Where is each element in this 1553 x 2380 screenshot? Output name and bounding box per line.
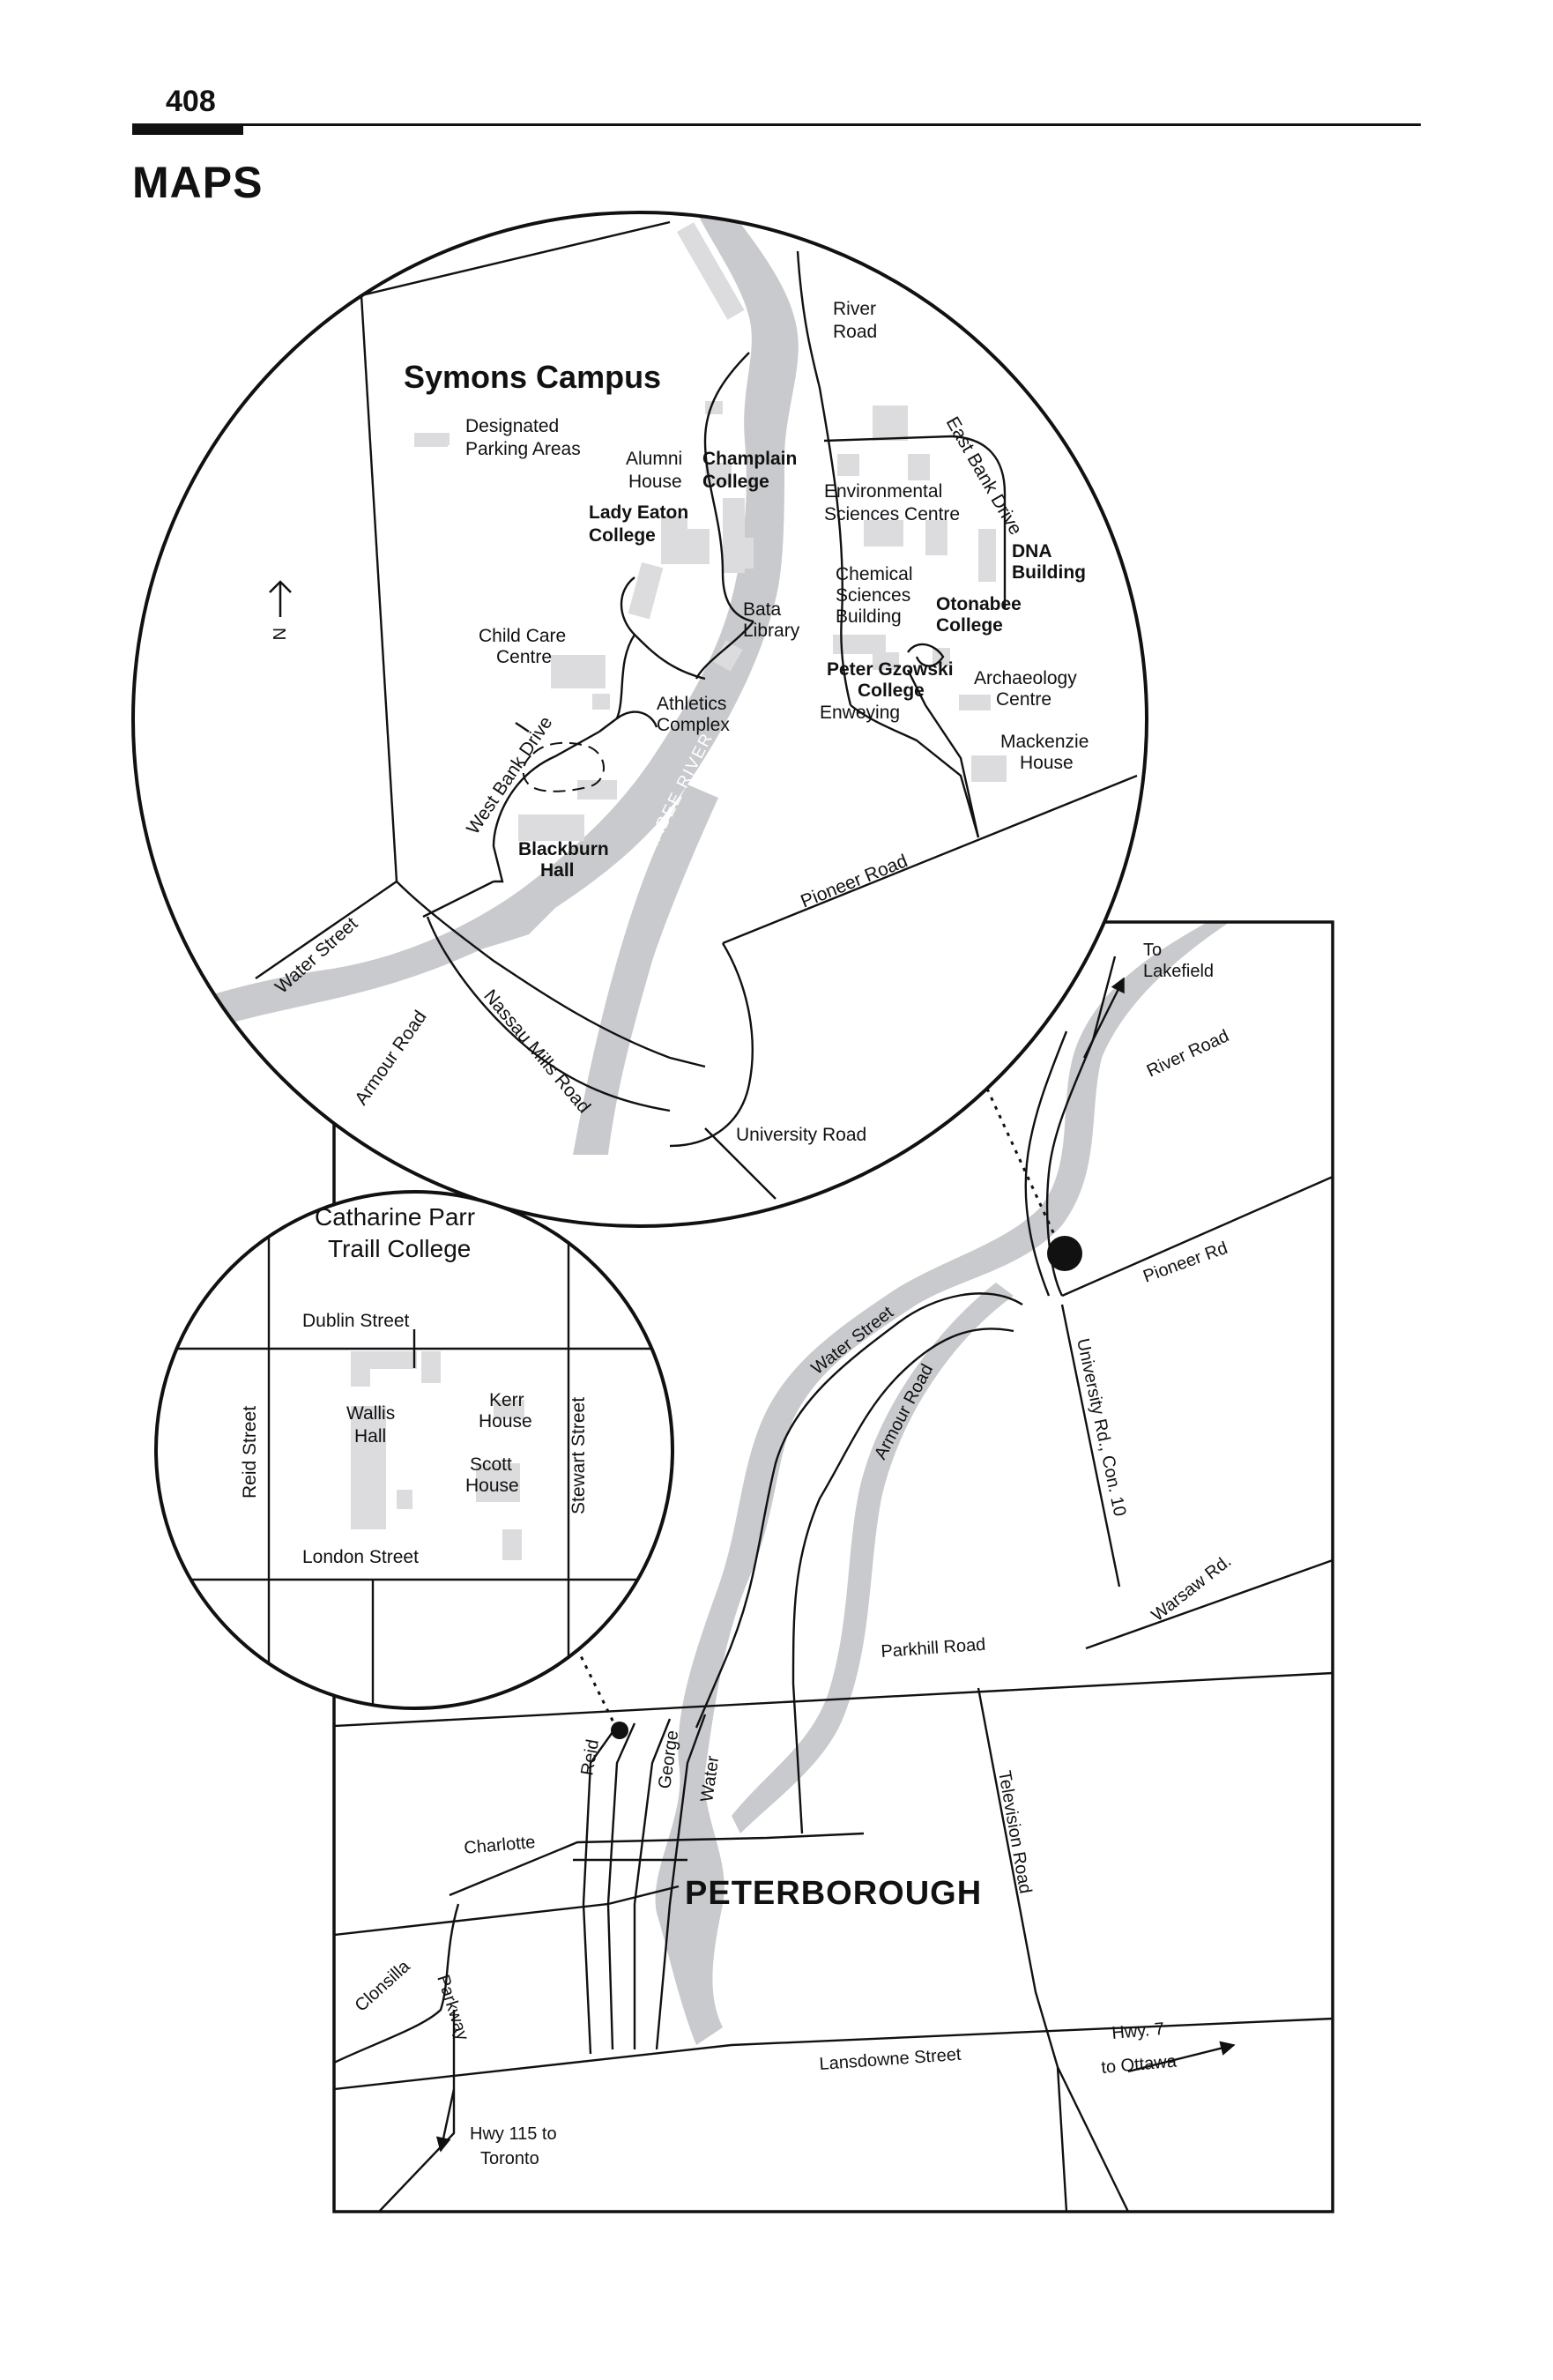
symons-campus-title: Symons Campus [404, 359, 661, 395]
symons-buildings [414, 222, 1007, 841]
armour-road-city-label: Armour Road [871, 1361, 937, 1462]
river-road-city-label: River Road [1144, 1026, 1232, 1081]
london-street-label: London Street [302, 1547, 419, 1567]
water-street-city-label: Water Street [808, 1303, 898, 1379]
traill-roads [156, 1192, 672, 1708]
city-roads [333, 956, 1334, 2213]
symons-roads [140, 220, 1138, 1200]
enweying-label: Enweying [820, 703, 900, 723]
traill-location-marker[interactable] [611, 1722, 628, 1739]
stewart-street-label: Stewart Street [568, 1397, 589, 1514]
to-ottawa-label: to Ottawa [1101, 2052, 1178, 2078]
header-tab [132, 123, 243, 135]
north-arrow-icon: N [269, 580, 292, 640]
symons-location-marker[interactable] [1047, 1236, 1082, 1271]
parkhill-road-label: Parkhill Road [881, 1635, 986, 1662]
university-road-label: University Road [736, 1125, 866, 1145]
page-number: 408 [166, 85, 216, 118]
svg-text:N: N [269, 628, 288, 640]
symons-river [150, 212, 799, 1045]
reid-label: Reid [577, 1738, 603, 1777]
dublin-street-label: Dublin Street [302, 1311, 410, 1331]
television-road-label: Television Road [994, 1769, 1035, 1895]
hwy7-label: Hwy. 7 [1111, 2019, 1165, 2043]
section-title: MAPS [132, 158, 264, 207]
lansdowne-street-label: Lansdowne Street [819, 2045, 962, 2074]
charlotte-label: Charlotte [464, 1833, 537, 1858]
reid-street-label: Reid Street [240, 1406, 260, 1499]
peterborough-title: PETERBOROUGH [685, 1875, 982, 1912]
parkway-label: Parkway [433, 1973, 472, 2043]
george-label: George [655, 1729, 682, 1790]
header-rule [132, 123, 1421, 126]
warsaw-rd-label: Warsaw Rd. [1148, 1551, 1236, 1625]
parking-legend-swatch [416, 433, 450, 445]
university-rd-label: University Rd., Con. 10 [1073, 1336, 1129, 1518]
pioneer-rd-label: Pioneer Rd [1141, 1238, 1230, 1287]
traill-buildings [351, 1351, 524, 1560]
symons-campus-map: OTONABEE RIVER N Symons Campus Designate… [131, 211, 1148, 1228]
clonsilla-label: Clonsilla [352, 1956, 415, 2016]
